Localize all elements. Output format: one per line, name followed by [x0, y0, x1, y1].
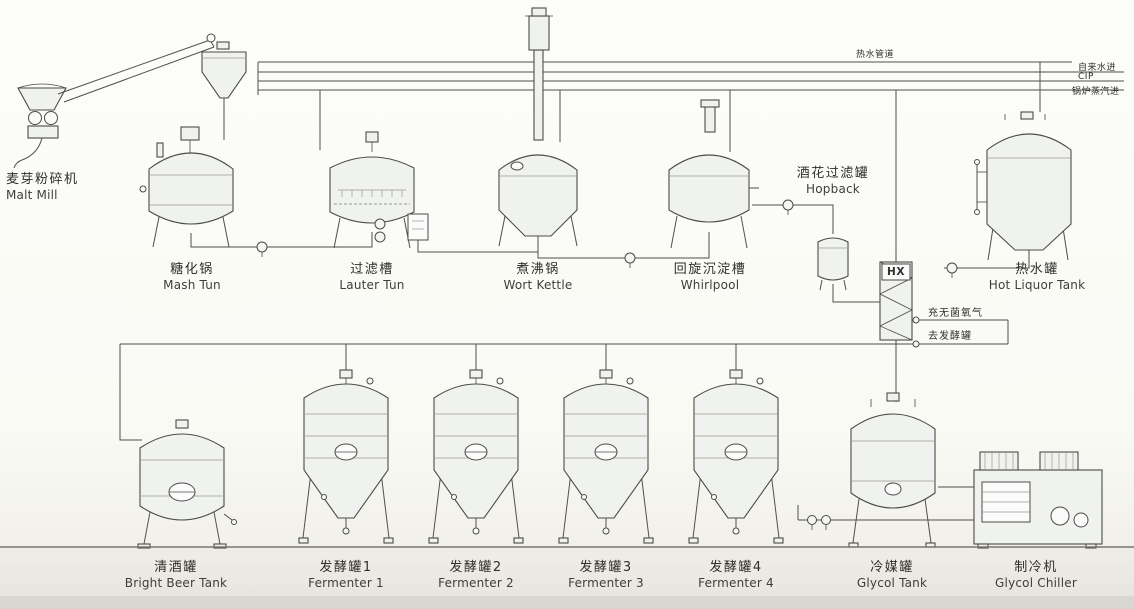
label-hopback: 酒花过滤罐 Hopback: [763, 166, 903, 197]
bottom-edge-shading: [0, 596, 1134, 609]
label-en: Fermenter 2: [438, 576, 514, 591]
fermenter-2-vessel: [428, 369, 524, 544]
label-en: Fermenter 3: [568, 576, 644, 591]
label-zh: 发酵罐3: [579, 560, 633, 575]
label-en: Glycol Chiller: [995, 576, 1077, 591]
fermenter-3-vessel: [558, 369, 654, 544]
label-zh: 糖化锅: [170, 262, 214, 277]
annotation-sterile-oxygen: 充无菌氧气: [928, 308, 983, 319]
label-en: Malt Mill: [6, 188, 58, 203]
label-fermenter-3: 发酵罐3 Fermenter 3: [536, 560, 676, 591]
label-en: Hot Liquor Tank: [988, 278, 1086, 293]
label-mash-tun: 糖化锅 Mash Tun: [122, 262, 262, 293]
grist-case-vessel: [201, 41, 247, 99]
whirlpool-chimney: [700, 99, 720, 133]
heat-exchanger: [879, 261, 913, 341]
label-en: Lauter Tun: [339, 278, 405, 293]
annotation-tap-water-in: 自来水进: [1078, 63, 1117, 73]
label-fermenter-1: 发酵罐1 Fermenter 1: [276, 560, 416, 591]
annotation-to-fermenter: 去发酵罐: [928, 331, 972, 342]
label-zh: 发酵罐4: [709, 560, 763, 575]
label-zh: 热水罐: [1015, 262, 1059, 277]
annotation-cip: CIP: [1078, 72, 1094, 82]
annotation-hot-water-pipeline: 热水管道: [856, 50, 895, 60]
label-whirlpool: 回旋沉淀槽 Whirlpool: [640, 262, 780, 293]
wort-kettle-vessel: [498, 154, 578, 247]
label-en: Glycol Tank: [856, 576, 928, 591]
hot-liquor-tank-vessel: [974, 111, 1072, 261]
label-en: Fermenter 4: [698, 576, 774, 591]
label-fermenter-4: 发酵罐4 Fermenter 4: [666, 560, 806, 591]
label-malt-mill: 麦芽粉碎机 Malt Mill: [6, 172, 136, 203]
label-zh: 麦芽粉碎机: [6, 172, 79, 187]
label-glycol-tank: 冷媒罐 Glycol Tank: [822, 560, 962, 591]
hopback-vessel: [817, 237, 849, 291]
label-zh: 回旋沉淀槽: [673, 262, 747, 277]
label-en: Bright Beer Tank: [124, 576, 228, 591]
fermenter-4-vessel: [688, 369, 784, 544]
label-zh: 清酒罐: [154, 560, 198, 575]
annotation-hx: HX: [887, 266, 905, 278]
annotation-boiler-steam-in: 锅炉蒸汽进: [1072, 87, 1120, 97]
fermenter-1-vessel: [298, 369, 394, 544]
glycol-tank-vessel: [848, 392, 936, 548]
label-en: Mash Tun: [163, 278, 221, 293]
pump-icons-top: [256, 199, 958, 278]
label-bright-beer-tank: 清酒罐 Bright Beer Tank: [106, 560, 246, 591]
label-zh: 发酵罐1: [319, 560, 373, 575]
label-wort-kettle: 煮沸锅 Wort Kettle: [468, 262, 608, 293]
label-zh: 冷媒罐: [870, 560, 914, 575]
label-zh: 发酵罐2: [449, 560, 503, 575]
label-zh: 过滤槽: [350, 262, 394, 277]
lauter-tun-vessel: [329, 131, 415, 249]
injection-point-icons: [912, 316, 920, 348]
grist-conveyor: [57, 33, 216, 103]
label-glycol-chiller: 制冷机 Glycol Chiller: [966, 560, 1106, 591]
label-zh: 煮沸锅: [516, 262, 560, 277]
glycol-chiller-unit: [973, 451, 1103, 549]
label-lauter-tun: 过滤槽 Lauter Tun: [302, 262, 442, 293]
label-en: Wort Kettle: [503, 278, 573, 293]
kettle-chimney: [525, 7, 553, 141]
label-zh: 制冷机: [1014, 560, 1058, 575]
bright-beer-tank-vessel: [137, 419, 237, 549]
glycol-pump-icons: [807, 515, 831, 530]
malt-mill-vessel: [13, 83, 67, 169]
label-hot-liquor-tank: 热水罐 Hot Liquor Tank: [962, 262, 1112, 293]
label-en: Fermenter 1: [308, 576, 384, 591]
label-en: Hopback: [806, 182, 860, 197]
mash-tun-vessel: [139, 126, 234, 248]
lauter-pump-icon: [374, 213, 429, 243]
whirlpool-vessel: [668, 154, 759, 249]
label-fermenter-2: 发酵罐2 Fermenter 2: [406, 560, 546, 591]
label-en: Whirlpool: [680, 278, 740, 293]
label-zh: 酒花过滤罐: [796, 166, 870, 181]
